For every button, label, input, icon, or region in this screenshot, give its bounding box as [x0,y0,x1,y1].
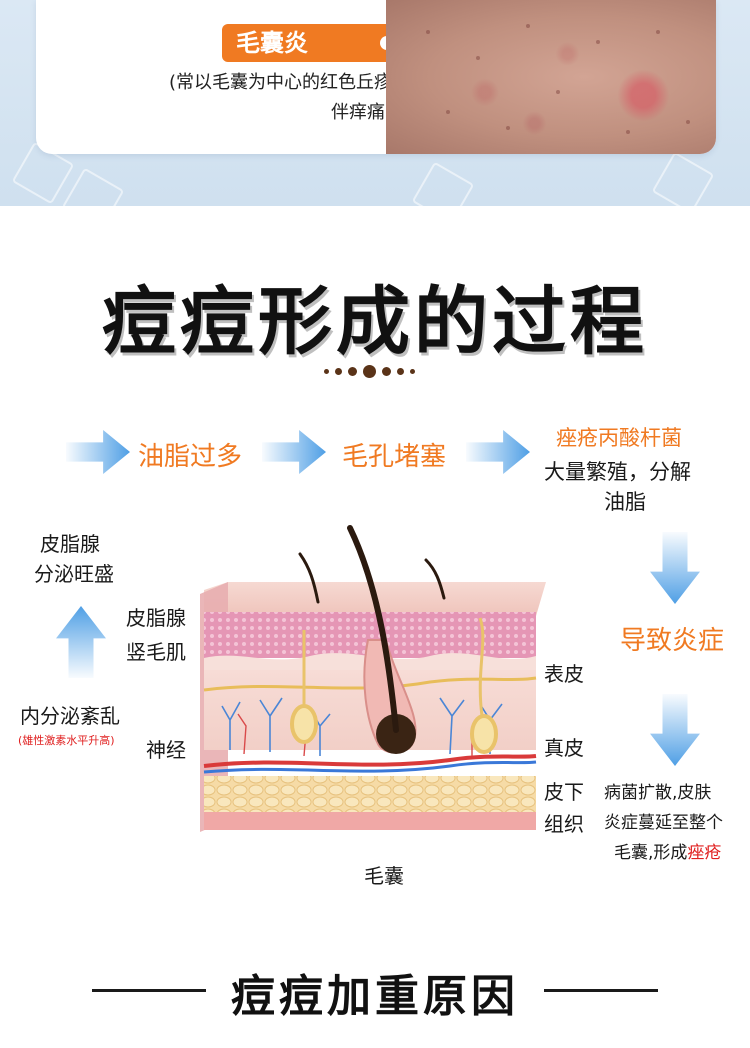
step-bacteria-line: 大量繁殖，分解 [544,460,691,484]
top-band: 毛囊炎 (常以毛囊为中心的红色丘疹 伴痒痛) [0,0,750,206]
hexagon-decor [651,151,715,206]
label-follicle: 毛囊 [364,864,404,888]
label-arrector: 竖毛肌 [126,640,186,664]
arrow-right-icon [262,430,326,474]
divider-line-right [544,989,658,992]
endocrine-label: 内分泌紊乱 [20,704,120,728]
arrow-up-icon [56,606,106,678]
arrow-right-icon [466,430,530,474]
pore-dot [526,24,530,28]
bottom-title: 痘痘加重原因 [231,971,519,1022]
endocrine-note: (雄性激素水平升高) [18,734,115,747]
hair-shaft [424,558,446,600]
step-bacteria-title: 痤疮丙酸杆菌 [556,426,682,450]
label-epidermis: 表皮 [544,662,584,686]
hair-bulb [376,714,416,754]
step-bacteria-line: 油脂 [604,490,646,514]
pore-dot [506,126,510,130]
gland-label-line: 分泌旺盛 [34,562,114,586]
subcutaneous-fat [204,776,536,812]
nerve-line [203,676,537,692]
label-sebaceous: 皮脂腺 [126,606,186,630]
step-pore-clogged: 毛孔堵塞 [342,442,447,472]
arrow-down-icon [650,532,700,604]
pore-dot [556,90,560,94]
title-dots-decor [324,364,415,378]
label-subcutis: 组织 [544,812,584,836]
arrow-down-icon [650,694,700,766]
artery-line [203,754,537,768]
folliculitis-card: 毛囊炎 (常以毛囊为中心的红色丘疹 伴痒痛) [36,0,716,154]
hexagon-decor [61,167,125,206]
vein-line [203,760,537,774]
step-spread-line: 病菌扩散,皮肤 [604,783,712,803]
folliculitis-tag: 毛囊炎 [222,24,408,62]
desc-line: 伴痒痛) [330,102,392,123]
pore-dot [596,40,600,44]
step-oil-excess: 油脂过多 [138,442,243,472]
arrow-right-icon [66,430,130,474]
sebaceous-glands [290,704,498,754]
label-nerve: 神经 [146,738,186,762]
bottom-tissue [204,812,536,830]
folliculitis-description: (常以毛囊为中心的红色丘疹 伴痒痛) [102,68,392,128]
divider-line-left [92,989,206,992]
acne-highlight: 痤疮 [687,843,722,863]
spread-text: 毛囊,形成 [614,843,688,863]
step-inflammation: 导致炎症 [620,626,725,656]
pore-dot [476,56,480,60]
step-spread-line: 毛囊,形成痤疮 [614,838,721,863]
gland-duct [478,617,485,717]
hair-shaft [298,552,320,604]
pore-dot [426,30,430,34]
pore-dot [626,130,630,134]
hexagon-decor [411,161,475,206]
tag-label: 毛囊炎 [236,29,308,57]
step-spread-line: 炎症蔓延至整个 [604,813,723,833]
section-title: 痘痘形成的过程 [102,279,648,365]
label-subcutis: 皮下 [544,780,584,804]
hair-shaft [347,525,399,733]
gland-label-line: 皮脂腺 [40,532,100,556]
pore-dot [446,110,450,114]
skin-photo [386,0,716,154]
skin-cross-section-diagram [200,525,546,832]
pore-dot [656,30,660,34]
label-dermis: 真皮 [544,736,584,760]
pore-dot [686,120,690,124]
desc-line: (常以毛囊为中心的红色丘疹 [168,72,392,93]
